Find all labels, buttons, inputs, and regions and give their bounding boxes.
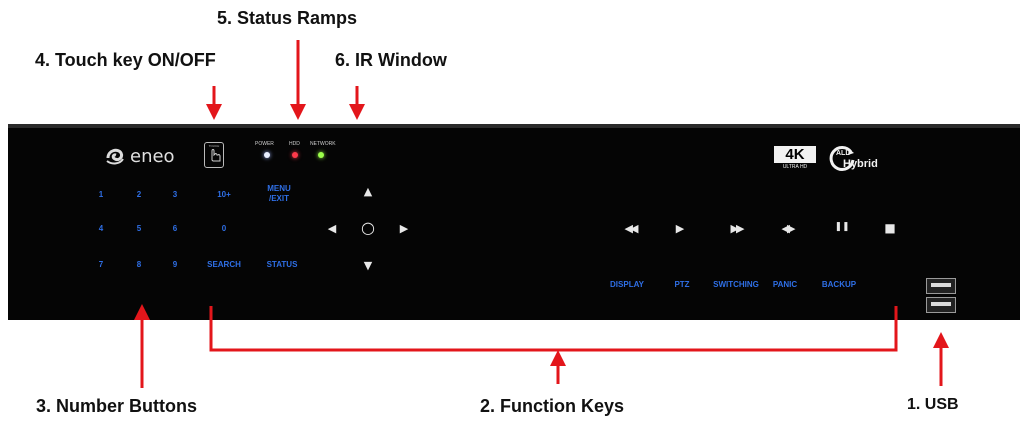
callout-usb: 1. USB bbox=[907, 396, 959, 413]
usb-port-bottom-contact bbox=[931, 302, 951, 306]
led-label-power: POWER bbox=[255, 141, 274, 147]
menu-exit-key[interactable]: MENU /EXIT bbox=[262, 184, 296, 204]
function-keys-bracket bbox=[209, 306, 898, 352]
number-key-2[interactable]: 2 bbox=[136, 190, 142, 199]
all-hybrid-ring-icon bbox=[829, 145, 855, 171]
badge-ultra-hd: ULTRA HD bbox=[782, 164, 808, 170]
badge-all-text: ALL bbox=[836, 150, 850, 157]
led-label-network: NETWORK bbox=[310, 141, 336, 147]
function-key-backup[interactable]: BACKUP bbox=[821, 280, 857, 289]
search-key[interactable]: SEARCH bbox=[207, 260, 241, 269]
badge-all-hybrid: ALL Hybrid bbox=[829, 144, 889, 172]
usb-port-group bbox=[926, 278, 956, 316]
callout-touch-key: 4. Touch key ON/OFF bbox=[35, 50, 216, 70]
callout-status-ramps: 5. Status Ramps bbox=[217, 8, 358, 28]
play-button[interactable]: ▶ bbox=[675, 222, 685, 235]
arrow-touch-key-head bbox=[206, 104, 222, 120]
number-key-10plus[interactable]: 10+ bbox=[217, 190, 231, 199]
eneo-logo-mark-icon bbox=[106, 148, 124, 165]
hand-touch-icon bbox=[211, 149, 221, 162]
touch-key-label: TOUCH bbox=[208, 144, 220, 148]
led-network bbox=[318, 152, 324, 158]
led-label-hdd: HDD bbox=[289, 141, 300, 147]
callout-number-buttons: 3. Number Buttons bbox=[36, 396, 198, 416]
menu-exit-label-1: MENU bbox=[267, 184, 291, 193]
badge-4k: 4K ULTRA HD bbox=[774, 146, 816, 170]
fast-forward-button[interactable]: ▶▶ bbox=[730, 222, 745, 235]
arrow-number-buttons-head bbox=[134, 304, 150, 320]
arrow-usb-head bbox=[933, 332, 949, 348]
number-key-3[interactable]: 3 bbox=[172, 190, 178, 199]
nav-right-button[interactable]: ▶ bbox=[399, 222, 409, 235]
number-key-7[interactable]: 7 bbox=[98, 260, 104, 269]
eneo-logo: eneo bbox=[104, 146, 184, 168]
nav-left-button[interactable]: ◀ bbox=[327, 222, 337, 235]
number-key-9[interactable]: 9 bbox=[172, 260, 178, 269]
number-key-1[interactable]: 1 bbox=[98, 190, 104, 199]
usb-port-top[interactable] bbox=[926, 278, 956, 294]
status-key[interactable]: STATUS bbox=[266, 260, 298, 269]
badge-hybrid-text: Hybrid bbox=[843, 158, 878, 170]
number-key-6[interactable]: 6 bbox=[172, 224, 178, 233]
badge-4k-text: 4K bbox=[774, 146, 816, 163]
stop-button[interactable]: ■ bbox=[884, 221, 896, 235]
nav-ok-button[interactable]: ○ bbox=[361, 218, 375, 237]
usb-port-top-contact bbox=[931, 283, 951, 287]
led-power bbox=[264, 152, 270, 158]
panel-top-edge bbox=[8, 124, 1020, 128]
number-key-8[interactable]: 8 bbox=[136, 260, 142, 269]
dvr-front-panel: eneo TOUCH POWER HDD NETWORK 4K ULTRA HD… bbox=[8, 124, 1020, 320]
callout-ir-window: 6. IR Window bbox=[335, 50, 447, 70]
arrow-ir-window-head bbox=[349, 104, 365, 120]
nav-down-button[interactable]: ▼ bbox=[363, 259, 373, 272]
arrow-status-ramps-head bbox=[290, 104, 306, 120]
function-key-display[interactable]: DISPLAY bbox=[610, 280, 644, 289]
usb-port-bottom[interactable] bbox=[926, 297, 956, 313]
callout-function-keys: 2. Function Keys bbox=[480, 396, 625, 416]
function-key-panic[interactable]: PANIC bbox=[772, 280, 798, 289]
number-key-5[interactable]: 5 bbox=[136, 224, 142, 233]
pause-button[interactable]: ❚❚ bbox=[834, 222, 850, 232]
function-key-switching[interactable]: SWITCHING bbox=[713, 280, 759, 289]
step-button[interactable]: ◀▶ bbox=[781, 222, 796, 235]
led-hdd bbox=[292, 152, 298, 158]
rewind-button[interactable]: ◀◀ bbox=[624, 222, 639, 235]
menu-exit-label-2: /EXIT bbox=[268, 194, 289, 203]
number-key-0[interactable]: 0 bbox=[221, 224, 227, 233]
function-key-ptz[interactable]: PTZ bbox=[674, 280, 690, 289]
number-key-4[interactable]: 4 bbox=[98, 224, 104, 233]
arrow-function-keys-head bbox=[550, 350, 566, 366]
nav-up-button[interactable]: ▲ bbox=[363, 185, 373, 198]
touch-key[interactable]: TOUCH bbox=[204, 142, 224, 168]
brand-name: eneo bbox=[130, 146, 175, 167]
